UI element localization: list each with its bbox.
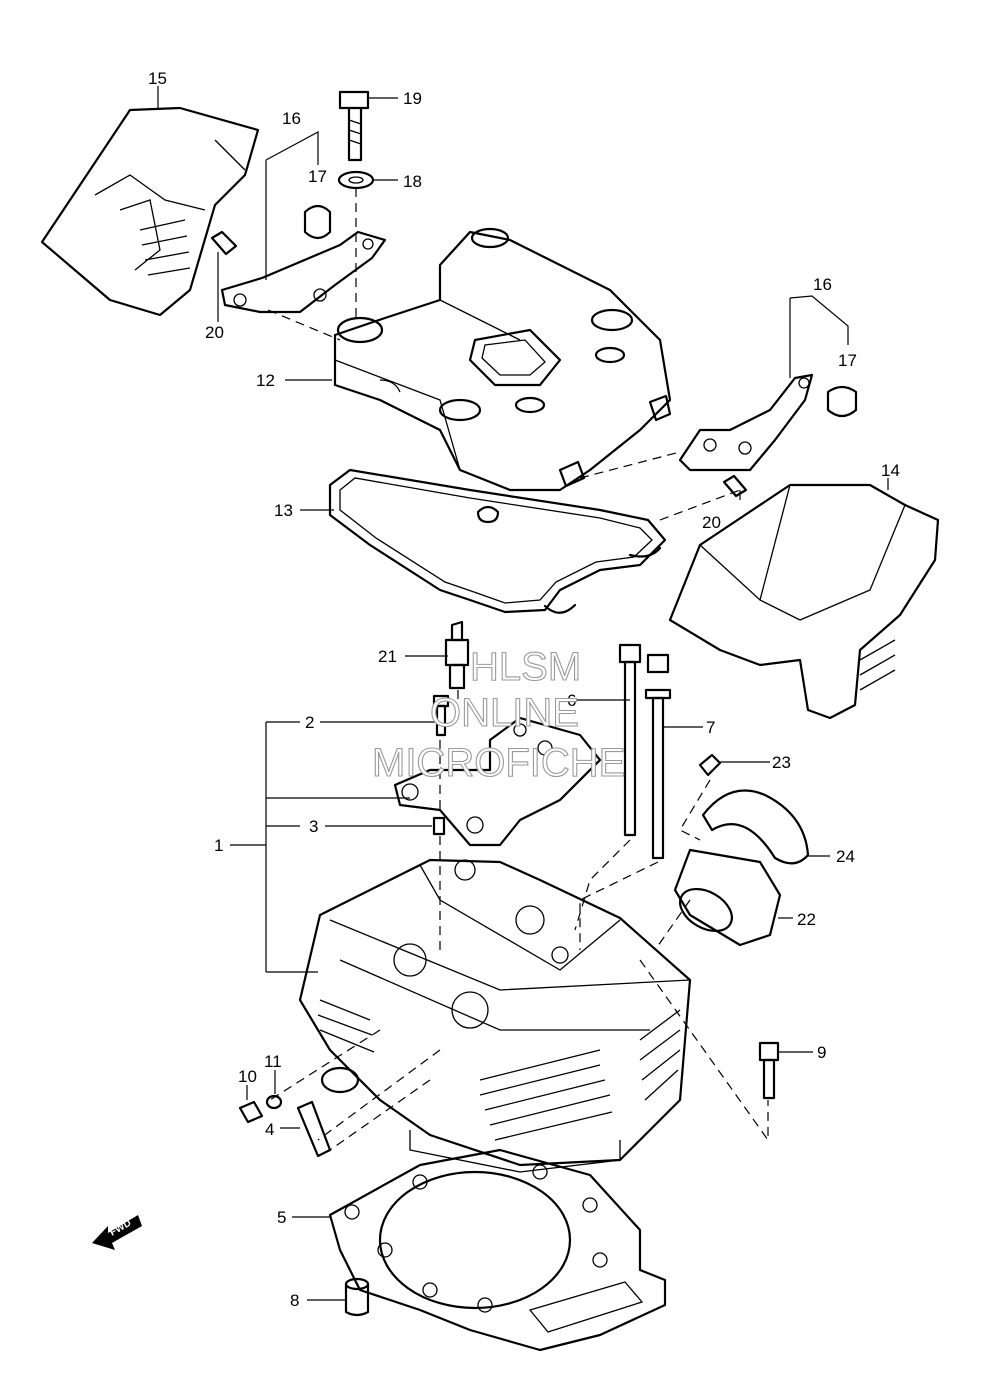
part-20-bolt-right [722, 474, 748, 498]
part-1-cylinder-head [298, 858, 692, 1173]
callout-24: 24 [836, 847, 855, 866]
part-rocker-holder [393, 716, 602, 847]
leader-lines [157, 86, 889, 1301]
part-12-head-cover [333, 227, 672, 492]
callout-11: 11 [264, 1052, 282, 1071]
callout-17-right: 17 [838, 351, 857, 370]
callout-20-right: 20 [702, 513, 721, 532]
callout-21: 21 [378, 647, 397, 666]
callout-13: 13 [274, 501, 293, 520]
part-20-bolt-left [210, 230, 238, 256]
callout-8: 8 [290, 1291, 299, 1310]
part-7-bolt [644, 653, 672, 860]
watermark: HLSM ONLINE MICROFICHE [371, 644, 625, 785]
part-18-washer [337, 170, 375, 190]
part-3-dowel [432, 816, 446, 836]
part-11-washer [265, 1094, 283, 1110]
watermark-line-3: MICROFICHE [372, 741, 625, 785]
watermark-line-2: ONLINE [430, 691, 579, 735]
part-23-screw [698, 753, 722, 777]
part-5-head-gasket [328, 1148, 667, 1352]
callout-7: 7 [706, 718, 715, 737]
part-21-spark-plug [444, 620, 470, 690]
callout-23: 23 [772, 753, 791, 772]
callout-14: 14 [881, 461, 900, 480]
part-6-bolt [618, 643, 642, 837]
part-17-grommet-right [826, 385, 858, 418]
callout-17-left: 17 [308, 167, 327, 186]
part-10-bolt [238, 1100, 264, 1124]
part-19-bolt [338, 90, 370, 162]
callout-20-left: 20 [205, 323, 224, 342]
callout-16-left: 16 [282, 109, 301, 128]
part-8-dowel [344, 1277, 370, 1317]
callout-5: 5 [277, 1208, 286, 1227]
callout-15: 15 [148, 69, 167, 88]
callout-9: 9 [817, 1043, 826, 1062]
callout-1: 1 [214, 836, 223, 855]
part-22-intake-pipe [673, 848, 782, 947]
callout-16-right: 16 [813, 275, 832, 294]
part-4-stud [296, 1100, 332, 1158]
part-14-right-cover [668, 483, 940, 720]
callout-2: 2 [305, 713, 314, 732]
callout-12: 12 [256, 371, 275, 390]
part-13-gasket [328, 468, 667, 614]
callout-18: 18 [403, 172, 422, 191]
callout-19: 19 [403, 89, 422, 108]
part-15-left-cover [40, 106, 260, 317]
callout-4: 4 [265, 1120, 274, 1139]
callout-labels: 15 16 17 19 18 20 12 13 16 17 20 14 21 2… [148, 69, 900, 1310]
callout-3: 3 [309, 817, 318, 836]
fwd-arrow-icon: FWD [92, 1215, 142, 1250]
part-24-clamp [701, 789, 810, 865]
part-2-bolt [432, 694, 450, 737]
callout-10: 10 [238, 1067, 257, 1086]
part-16-bracket-left [220, 230, 387, 314]
part-17-grommet-left [303, 204, 332, 240]
assembly-lines [267, 188, 769, 1151]
part-16-bracket-right [678, 373, 814, 472]
callout-6: 6 [567, 691, 576, 710]
callout-22: 22 [797, 910, 816, 929]
part-9-bolt [758, 1041, 780, 1100]
watermark-line-1: HLSM [470, 645, 581, 689]
